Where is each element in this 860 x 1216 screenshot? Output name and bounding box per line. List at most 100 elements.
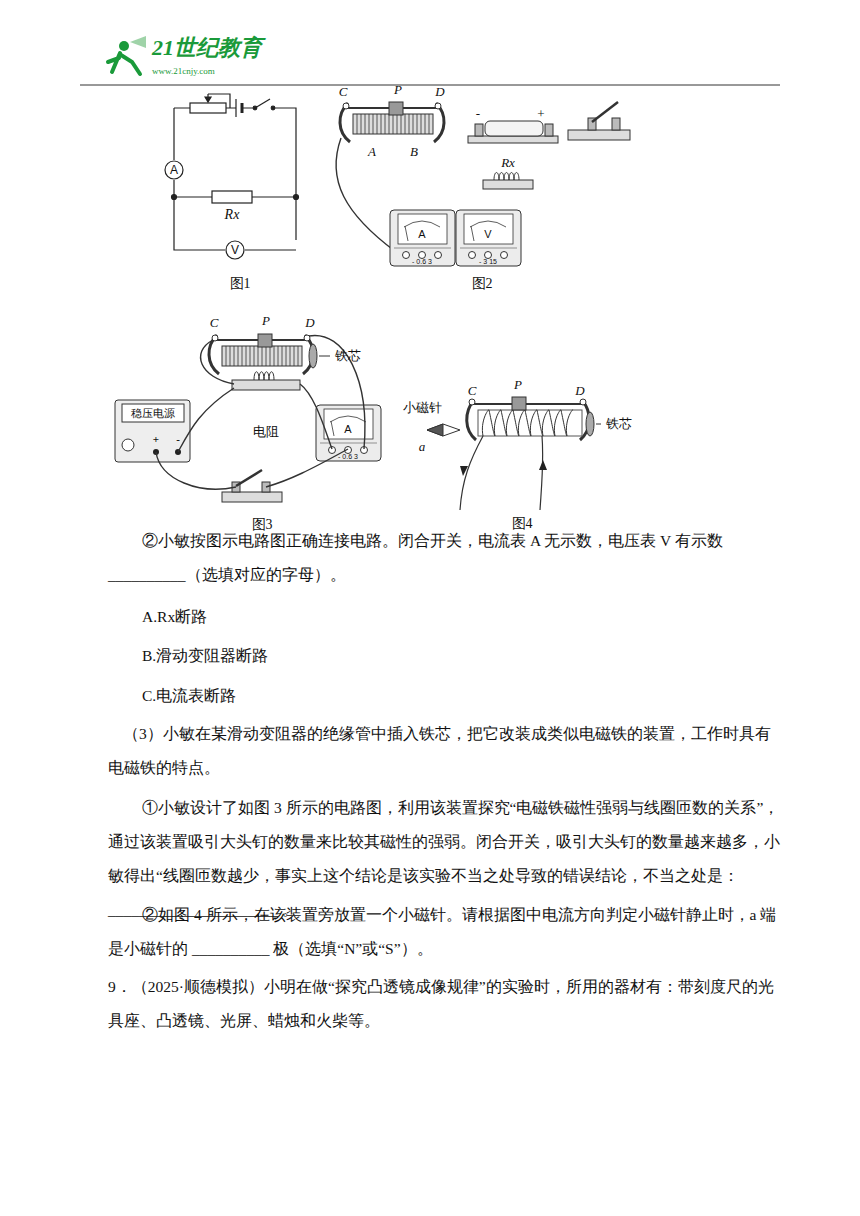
- apparatus-figure-2-part: [483, 180, 533, 189]
- circuit-diagram-1-part: [190, 103, 226, 113]
- apparatus-figure-4-part: [596, 424, 601, 425]
- apparatus-figure-3-part: [254, 372, 274, 380]
- question-text: 9．（2025·顺德模拟）小明在做“探究凸透镜成像规律”的实验时，所用的器材有：…: [108, 970, 780, 1038]
- apparatus-figure-4-part: [512, 397, 526, 410]
- circle-outline: [165, 161, 183, 179]
- apparatus-figure-3-part-part: [266, 449, 348, 487]
- apparatus-figure-4-part: [460, 466, 468, 476]
- apparatus-figure-2-part: [456, 210, 521, 266]
- apparatus-figure-3-part: [222, 492, 282, 502]
- apparatus-figure-2-part: [494, 173, 519, 181]
- circuit-diagram-1-part: [208, 94, 230, 108]
- wire: [174, 180, 225, 250]
- apparatus-figure-4-part: [427, 424, 443, 436]
- figure-caption: 图2: [472, 276, 493, 291]
- circuit-diagram-1-part: [241, 103, 244, 113]
- header-logo-part: [80, 85, 780, 86]
- apparatus-figure-3-part-part: [300, 384, 332, 449]
- terminal-label: P: [394, 83, 402, 97]
- question-text: ②如图 4 所示，在该装置旁放置一个小磁针。请根据图中电流方向判定小磁针静止时，…: [108, 898, 780, 966]
- terminal-label: C: [339, 85, 348, 99]
- answer-option: A.Rx断路: [142, 600, 742, 634]
- terminal-label: A: [368, 145, 376, 159]
- apparatus-figure-4: [427, 397, 601, 510]
- meter-circle: V: [225, 240, 245, 260]
- circuit-diagram-1-part: [212, 191, 252, 203]
- apparatus-figure-3-part-part: [309, 336, 365, 449]
- apparatus-figure-3-part: [236, 470, 262, 486]
- apparatus-figure-3-part: [209, 334, 313, 374]
- header-logo: [80, 36, 780, 85]
- apparatus-figure-3-part: [309, 344, 317, 368]
- header-logo-part: [130, 36, 146, 48]
- header-logo-part: [119, 41, 129, 51]
- answer-option: C.电流表断路: [142, 679, 742, 713]
- apparatus-figure-4-part: [539, 460, 547, 470]
- figure-caption: 图4: [512, 516, 533, 531]
- part-label: 电阻: [253, 425, 279, 439]
- terminal-label: D: [435, 85, 444, 99]
- apparatus-figure-2-part: [612, 118, 620, 130]
- apparatus-figure-3-part: [156, 336, 365, 490]
- apparatus-figure-2-part: [390, 210, 455, 266]
- apparatus-figure-4-part: [586, 412, 594, 436]
- polarity-sign: +: [153, 433, 159, 445]
- logo-text: 21世纪教育: [152, 36, 262, 60]
- meter-scale: - 3 15: [479, 258, 497, 266]
- circuit-diagram-1-part: [235, 99, 236, 117]
- part-label: 小磁针: [403, 401, 442, 415]
- terminal-label: C: [468, 384, 477, 398]
- figure-caption: 图1: [230, 276, 251, 291]
- end-label: a: [419, 440, 426, 454]
- apparatus-figure-3-part-part: [156, 452, 236, 489]
- terminal-label: P: [514, 378, 522, 392]
- meter-circle: A: [164, 160, 184, 180]
- polarity-sign: +: [537, 107, 544, 121]
- apparatus-figure-3-part: [122, 404, 184, 422]
- device-label: 稳压电源: [131, 407, 175, 419]
- header-logo-part: [108, 53, 140, 74]
- terminal-label: D: [305, 316, 314, 330]
- apparatus-figure-4-part: [427, 424, 460, 436]
- apparatus-figure-2-part: [340, 102, 444, 142]
- apparatus-figure-3-part: [232, 380, 300, 390]
- logo-url: www.21cnjy.com: [152, 67, 215, 77]
- apparatus-figure-2-part: [336, 138, 396, 252]
- apparatus-figure-3-part-part: [178, 388, 234, 452]
- meter-letter: A: [418, 228, 425, 240]
- apparatus-figure-3-part: [115, 400, 190, 462]
- figure-caption: 图3: [252, 517, 273, 532]
- terminal-label: C: [210, 316, 219, 330]
- meter-letter: V: [231, 243, 239, 257]
- apparatus-figure-2: [336, 102, 630, 266]
- apparatus-figure-4-part: [482, 410, 573, 436]
- meter-letter: A: [170, 163, 178, 177]
- terminal-label: B: [410, 145, 418, 159]
- apparatus-figure-4-part: [469, 399, 475, 405]
- meter-scale: - 0.6 3: [338, 453, 358, 461]
- part-label: 铁芯: [606, 417, 632, 431]
- apparatus-figure-3-part: [122, 439, 134, 451]
- terminal-label: D: [575, 384, 584, 398]
- meter-letter: A: [344, 423, 351, 435]
- apparatus-figure-2-part: [475, 124, 483, 136]
- polarity-sign: -: [176, 433, 180, 445]
- apparatus-figure-2-part: [545, 124, 553, 136]
- circle-outline: [226, 241, 244, 259]
- circuit-diagram-1-part: [174, 108, 296, 250]
- answer-option: B.滑动变阻器断路: [142, 639, 742, 673]
- apparatus-figure-2-part: [568, 130, 630, 140]
- circuit-diagram-1-part: [255, 99, 270, 108]
- apparatus-figure-4-part: [540, 436, 543, 510]
- circuit-diagram-1-part: [294, 195, 299, 200]
- circuit-diagram-1-part: [271, 106, 275, 110]
- meter-scale: - 0.6 3: [412, 258, 432, 266]
- apparatus-figure-4-part: [470, 403, 585, 405]
- terminal-label: P: [262, 314, 270, 328]
- meter-letter: V: [484, 228, 491, 240]
- apparatus-figure-3-part-part: [201, 340, 234, 384]
- polarity-sign: -: [476, 107, 480, 121]
